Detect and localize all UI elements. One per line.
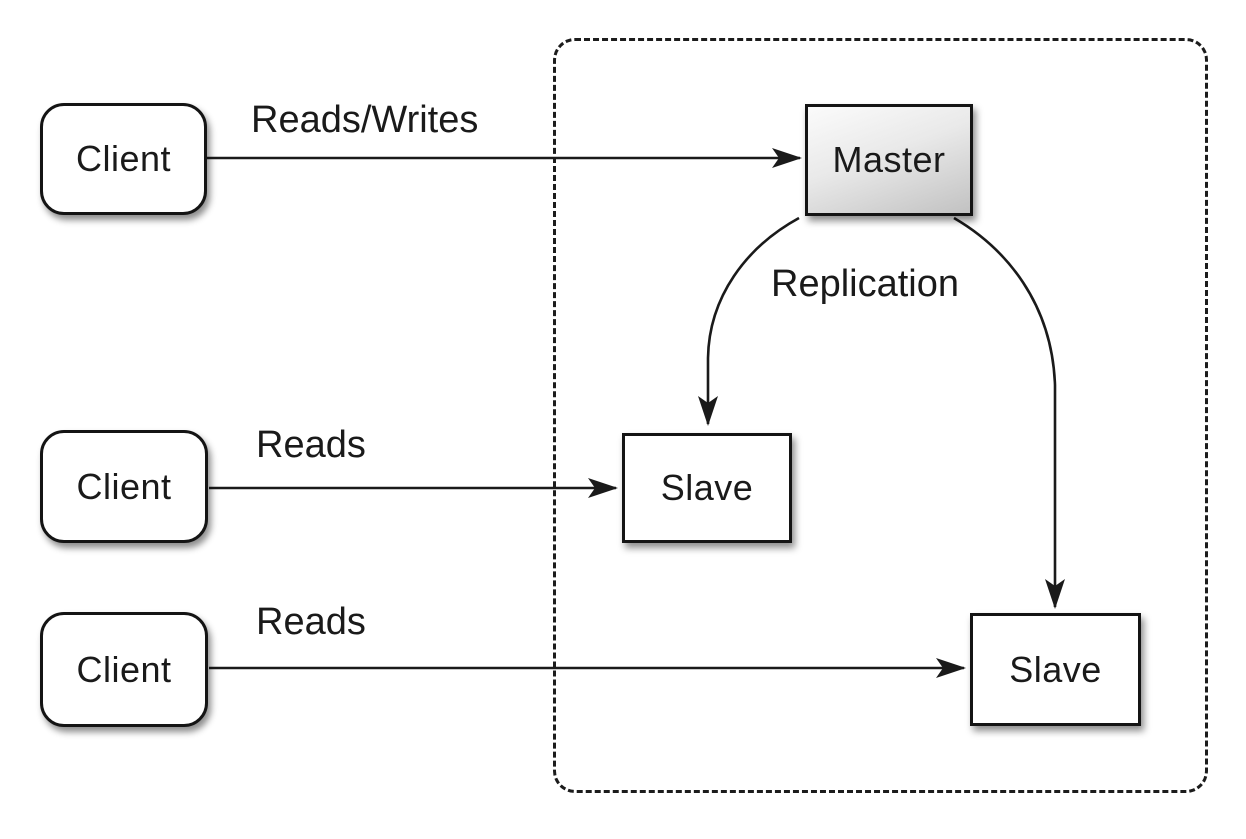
- node-slave-1: Slave: [622, 433, 792, 543]
- edge-label-reads-2: Reads: [256, 601, 366, 643]
- node-master-label: Master: [832, 139, 946, 180]
- node-client-3-label: Client: [76, 648, 172, 690]
- replication-zone-container: [553, 38, 1208, 793]
- edge-label-reads-1: Reads: [256, 424, 366, 466]
- node-slave-1-label: Slave: [660, 467, 754, 508]
- node-client-1-label: Client: [75, 138, 172, 179]
- node-client-2: Client: [40, 430, 208, 543]
- node-master: Master: [805, 104, 973, 216]
- edge-label-replication: Replication: [771, 263, 959, 305]
- node-client-1: Client: [40, 103, 207, 215]
- node-slave-2-label: Slave: [1009, 648, 1102, 690]
- node-slave-2: Slave: [970, 613, 1141, 726]
- node-client-2-label: Client: [76, 465, 172, 507]
- edge-label-reads-writes: Reads/Writes: [251, 99, 479, 141]
- node-client-3: Client: [40, 612, 208, 727]
